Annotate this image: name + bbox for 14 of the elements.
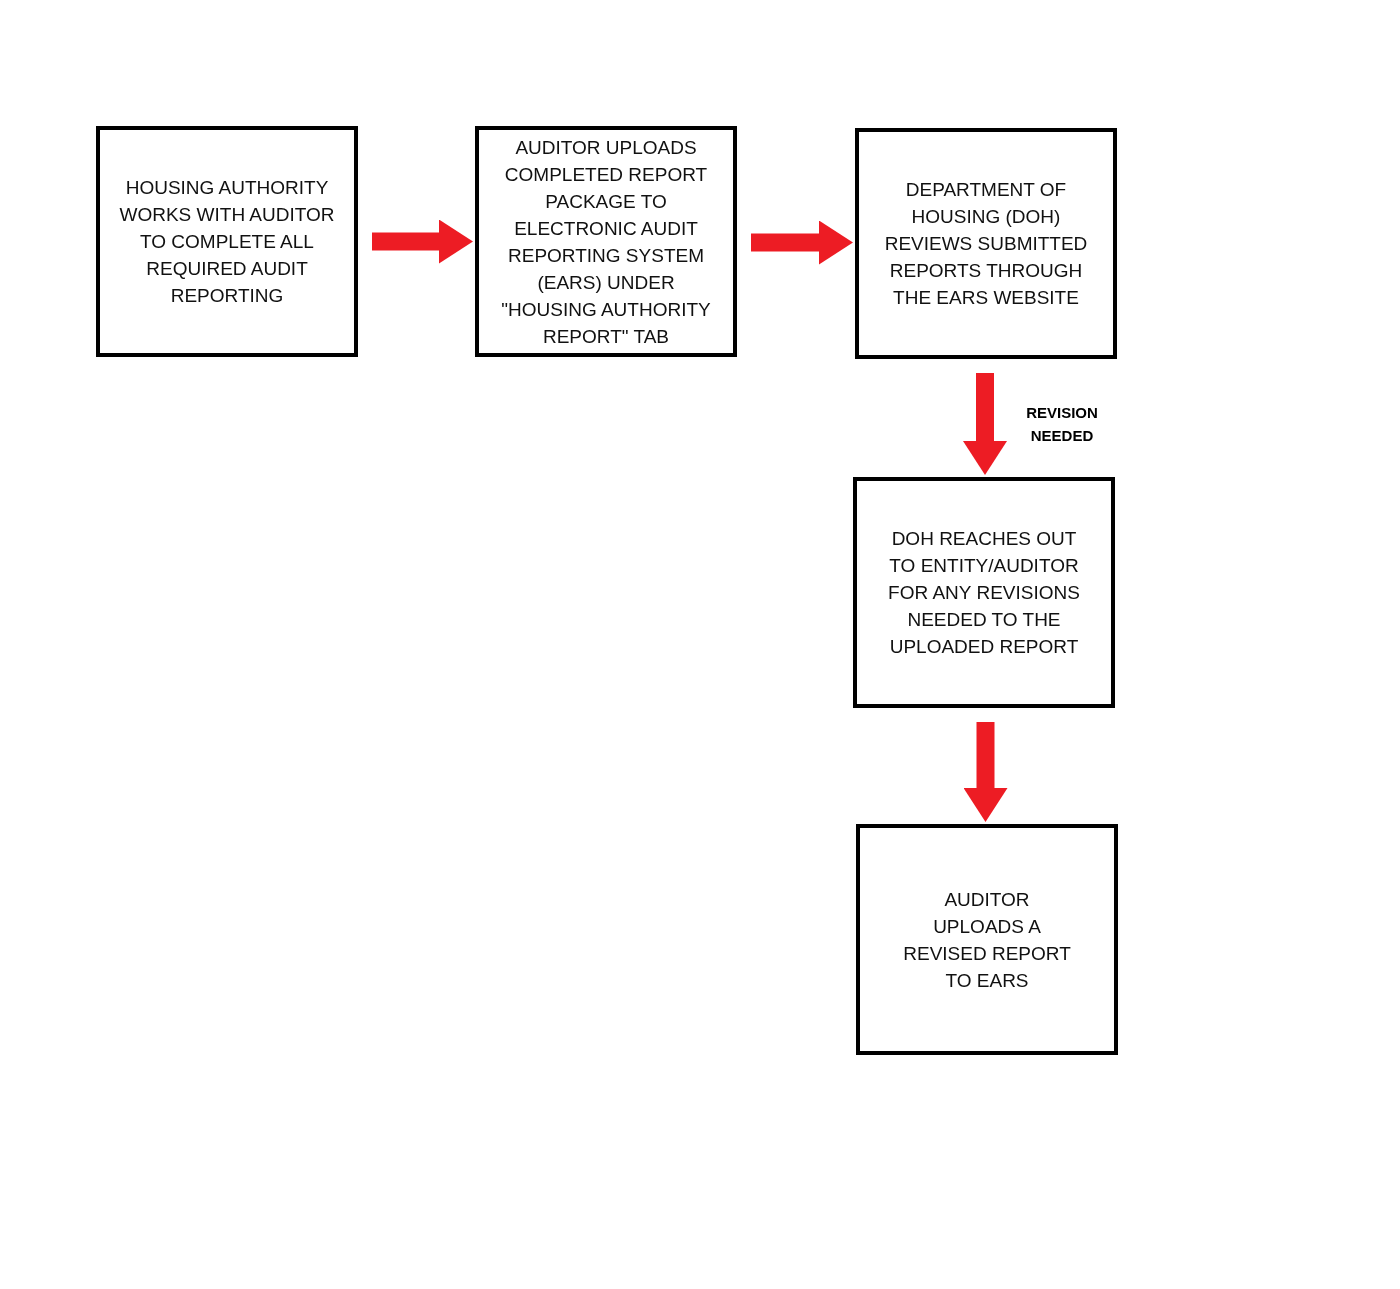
process-box <box>853 477 1115 708</box>
arrow <box>963 722 1008 822</box>
box-text: HOUSING AUTHORITY WORKS WITH AUDITOR TO COMPLETE ALL REQUIRED AUDIT REPORTING <box>119 176 335 308</box>
arrow <box>372 219 473 264</box>
process-box <box>856 824 1118 1055</box>
arrow <box>751 220 853 265</box>
process-box <box>475 126 737 357</box>
process-box <box>855 128 1117 359</box>
arrow <box>963 373 1007 475</box>
box-text: DEPARTMENT OF HOUSING (DOH) REVIEWS SUBMITTED REPORTS THROUGH THE EARS WEBSITE <box>883 178 1089 310</box>
process-box <box>96 126 358 357</box>
box-text: AUDITOR UPLOADS COMPLETED REPORT PACKAGE TO ELECTRONIC AUDIT REPORTING SYSTEM (EARS) UNDER "HOUSING AUTHORITY REPORT" TAB <box>500 135 712 349</box>
box-text: AUDITOR UPLOADS A REVISED REPORT TO EARS <box>902 887 1072 993</box>
box-text: DOH REACHES OUT TO ENTITY/AUDITOR FOR ANY REVISIONS NEEDED TO THE UPLOADED REPORT <box>887 527 1081 659</box>
